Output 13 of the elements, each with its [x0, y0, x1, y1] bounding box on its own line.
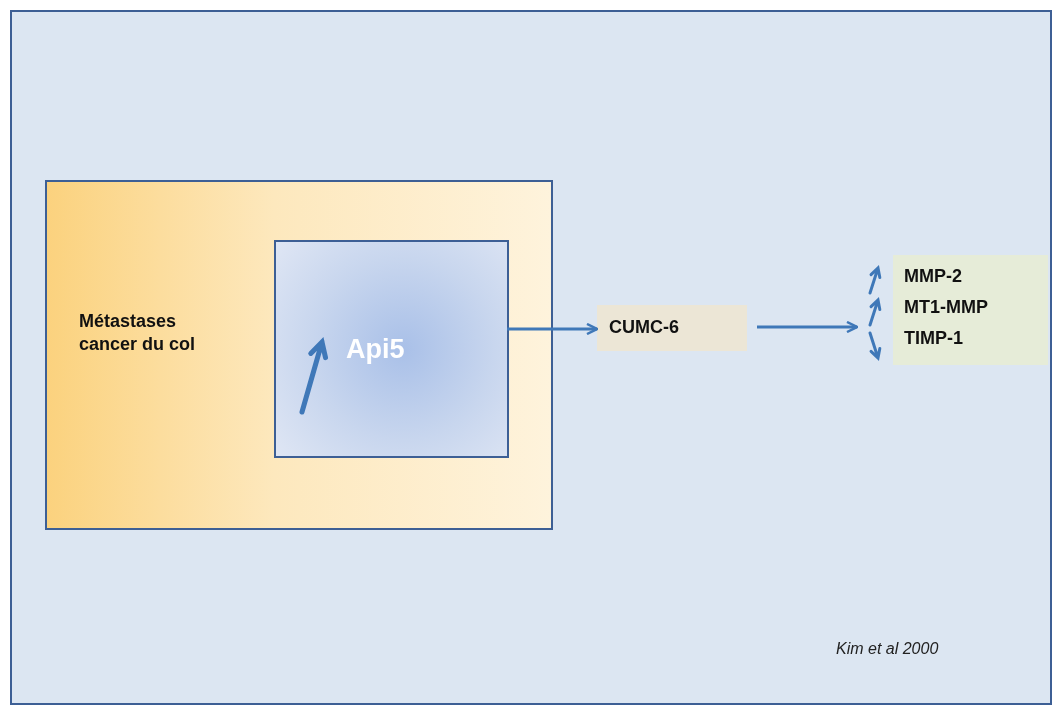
arrow — [507, 322, 599, 336]
outer-box — [45, 180, 553, 530]
gene-label: TIMP-1 — [904, 327, 963, 350]
box-title: Api5 — [346, 333, 405, 366]
inner-box — [274, 240, 509, 458]
box-label: CUMC-6 — [609, 316, 679, 339]
gene-label: MT1-MMP — [904, 296, 988, 319]
box-title: Métastases cancer du col — [79, 310, 197, 357]
arrow — [757, 320, 859, 334]
label-box — [597, 305, 747, 351]
label-box — [893, 255, 1048, 365]
gene-label: MMP-2 — [904, 265, 962, 288]
citation-note: Kim et al 2000 — [836, 640, 939, 658]
